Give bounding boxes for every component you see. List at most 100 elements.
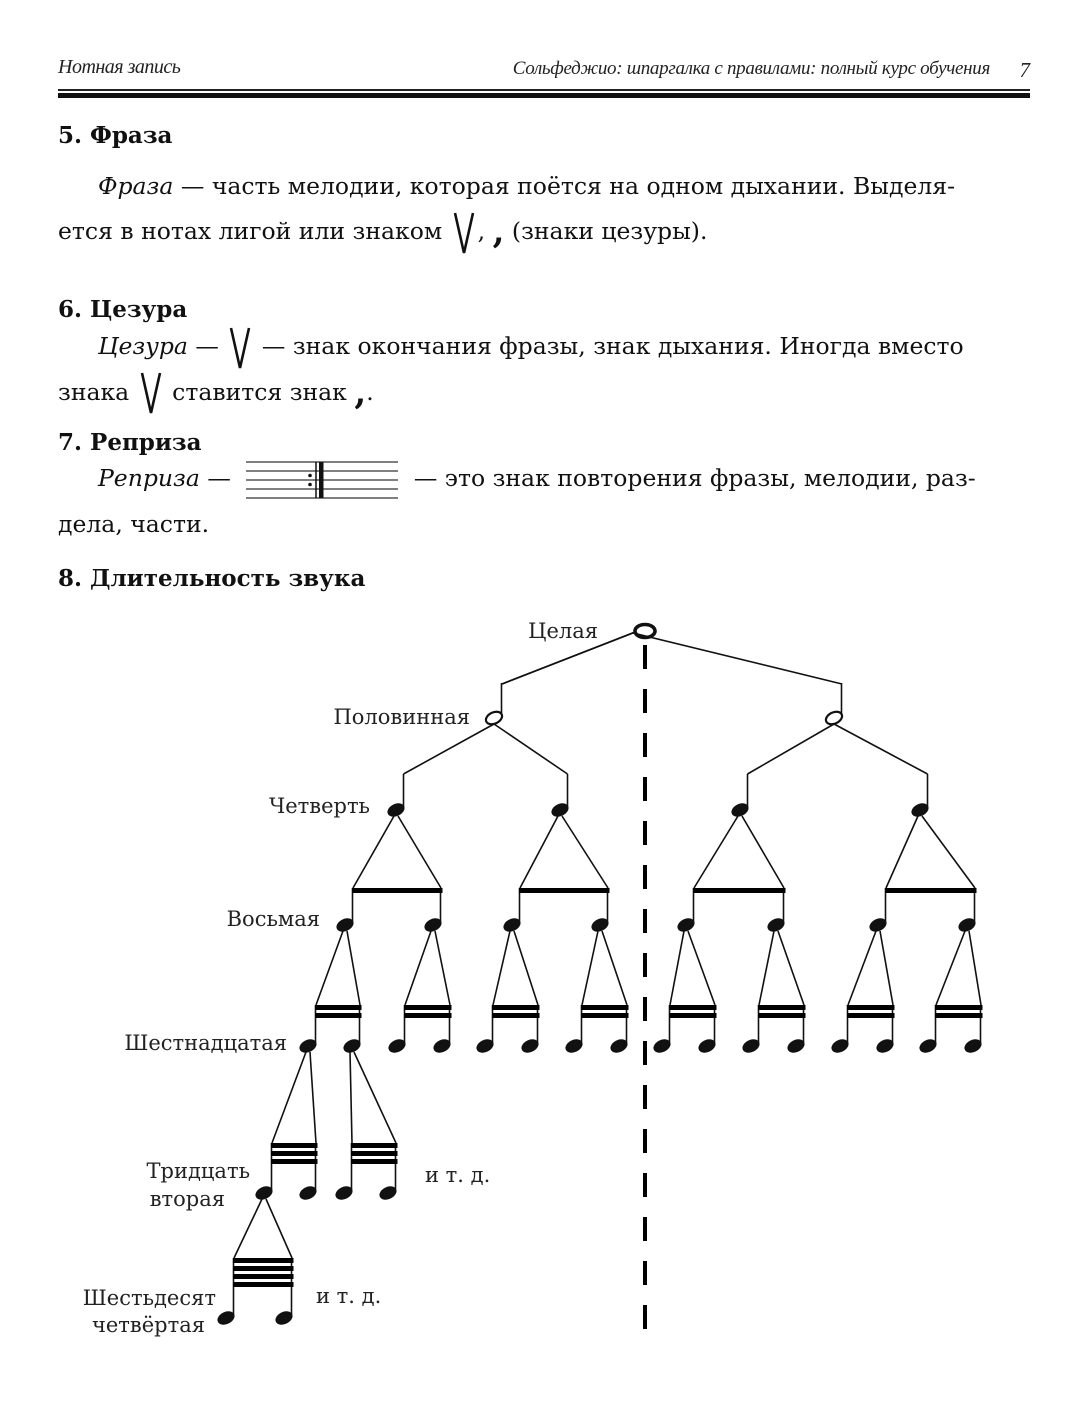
thirty-second-note-head <box>255 1186 273 1200</box>
sixteenth-note-head <box>919 1039 937 1053</box>
caesura-text-3: знака <box>58 377 130 406</box>
sixteenth-beam <box>758 1013 806 1018</box>
sixteenth-to-32nd-line <box>349 1051 353 1144</box>
etc-label-32nd: и т. д. <box>425 1163 490 1187</box>
phrase-comma: , <box>477 217 486 245</box>
sixteenth-to-32nd-line <box>353 1051 397 1144</box>
level-label-32nd-line1: Тридцать <box>147 1159 250 1183</box>
dashed-divider-segment <box>643 733 647 757</box>
quarter-note-head <box>911 803 929 817</box>
quarter-to-eighth-line <box>921 815 976 889</box>
term-reprise: Реприза <box>98 464 200 492</box>
sixteenth-to-32nd-line <box>309 1051 317 1144</box>
eighth-to-sixteenth-line <box>601 930 628 1006</box>
half-note-head <box>484 710 504 726</box>
level-label-whole: Целая <box>528 619 598 643</box>
eighth-note-head <box>424 918 442 932</box>
sixteenth-beam <box>935 1005 983 1010</box>
whole-to-half-line <box>632 632 843 685</box>
section-title: Нотная запись <box>58 56 181 78</box>
sixteenth-note-head <box>787 1039 805 1053</box>
dashed-divider-segment <box>643 997 647 1021</box>
whole-to-half-line <box>501 631 636 685</box>
sixteenth-note-head <box>565 1039 583 1053</box>
thirty-second-beam <box>271 1159 318 1164</box>
sixteenth-note-head <box>742 1039 760 1053</box>
eighth-to-sixteenth-line <box>687 930 716 1006</box>
caesura-text-2: — знак окончания фразы, знак дыхания. Ин… <box>261 332 964 360</box>
quarter-to-eighth-line <box>693 815 739 889</box>
etc-label-64th: и т. д. <box>316 1284 381 1308</box>
level-label-eighth: Восьмая <box>227 907 320 931</box>
eighth-to-sixteenth-line <box>935 930 966 1006</box>
eighth-note-head <box>503 918 521 932</box>
thirty-second-note-head <box>335 1186 353 1200</box>
dashed-divider-segment <box>643 1217 647 1241</box>
sixty-fourth-beam <box>233 1266 294 1271</box>
caesura-text-1: — <box>187 332 219 360</box>
sixteenth-note-head <box>521 1039 539 1053</box>
dashed-divider-segment <box>643 1085 647 1109</box>
section-heading-phrase: 5. Фраза <box>58 122 173 149</box>
section-heading-duration: 8. Длительность звука <box>58 565 366 592</box>
quarter-note-head <box>731 803 749 817</box>
whole-to-half-line <box>501 632 634 685</box>
phrase-text-4: (знаки цезуры). <box>511 217 708 245</box>
eighth-beam <box>693 888 786 893</box>
level-label-32nd-line2: вторая <box>150 1187 225 1211</box>
sixteenth-note-head <box>964 1039 982 1053</box>
sixteenth-beam <box>847 1005 895 1010</box>
sixty-fourth-note-head <box>217 1311 235 1325</box>
dashed-divider-segment <box>643 777 647 801</box>
level-label-64th-line1: Шестьдесят <box>83 1286 216 1310</box>
eighth-to-sixteenth-line <box>758 930 775 1006</box>
sixteenth-beam <box>581 1005 629 1010</box>
sixteenth-note-head <box>299 1039 317 1053</box>
quarter-to-eighth-line <box>397 815 442 889</box>
eighth-beam <box>519 888 610 893</box>
eighth-note-head <box>336 918 354 932</box>
whole-note <box>633 622 657 640</box>
caesura-text-4: ставится знак <box>172 377 347 406</box>
header-rule-thin <box>58 89 1030 91</box>
sixteenth-beam <box>315 1013 362 1018</box>
eighth-note-head <box>767 918 785 932</box>
thirty-second-beam <box>351 1151 398 1156</box>
eighth-to-sixteenth-line <box>879 930 894 1006</box>
eighth-to-sixteenth-line <box>847 930 877 1006</box>
quarter-to-eighth-line <box>519 815 559 889</box>
section-heading-reprise: 7. Реприза <box>58 429 202 456</box>
sixteenth-beam <box>935 1013 983 1018</box>
quarter-to-eighth-line <box>352 815 395 889</box>
dashed-divider-segment <box>643 821 647 845</box>
quarter-to-eighth-line <box>885 815 919 889</box>
thirty-second-note-head <box>299 1186 317 1200</box>
eighth-to-sixteenth-line <box>777 930 805 1006</box>
eighth-to-sixteenth-line <box>404 930 432 1006</box>
half-to-quarter-line <box>493 723 568 775</box>
half-to-quarter-line <box>403 723 495 775</box>
sixteenth-beam <box>404 1013 452 1018</box>
caesura-text-5: . <box>366 377 374 406</box>
thirty-second-beam <box>271 1151 318 1156</box>
eighth-beam <box>885 888 977 893</box>
half-to-quarter-line <box>747 723 835 775</box>
eighth-to-sixteenth-line <box>513 930 539 1006</box>
dashed-divider-segment <box>643 1041 647 1065</box>
eighth-to-sixteenth-line <box>346 930 361 1006</box>
eighth-note-head <box>869 918 887 932</box>
thirty-second-note-head <box>379 1186 397 1200</box>
eighth-note-head <box>958 918 976 932</box>
sixteenth-beam <box>669 1005 717 1010</box>
level-label-64th-line2: четвёртая <box>92 1313 205 1337</box>
phrase-text-2: ется в нотах лигой или знаком <box>58 217 443 245</box>
repeat-sign-icon <box>246 460 399 499</box>
sixteenth-beam <box>404 1005 452 1010</box>
32nd-to-64th-line <box>233 1198 263 1259</box>
eighth-to-sixteenth-line <box>581 930 599 1006</box>
thirty-second-beam <box>271 1143 318 1148</box>
breath-comma-icon: , <box>354 372 367 413</box>
sixty-fourth-beam <box>233 1258 294 1263</box>
reprise-text-2: — это знак повторения фразы, мелодии, ра… <box>413 464 976 492</box>
eighth-note-head <box>591 918 609 932</box>
